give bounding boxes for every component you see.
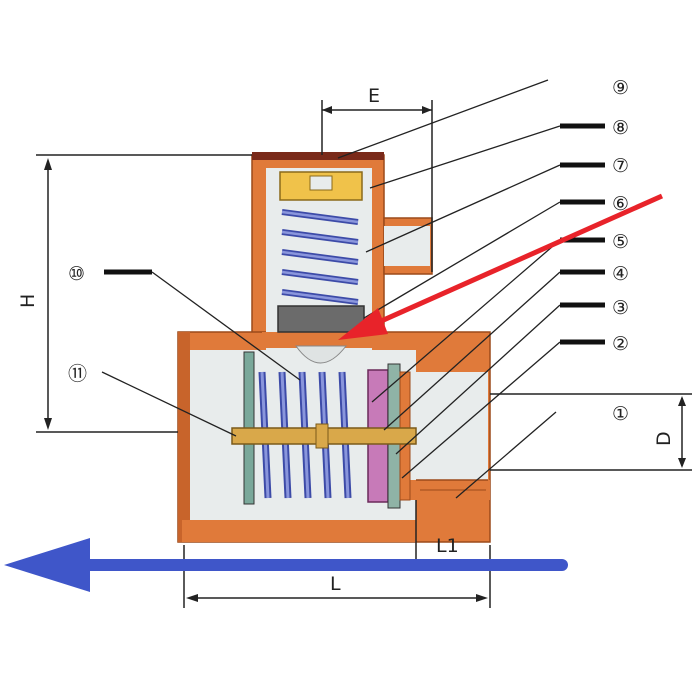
- part-label-10: ⑩: [68, 263, 85, 285]
- dim-label-d: D: [653, 431, 675, 446]
- dim-label-l: L: [330, 573, 341, 595]
- dim-label-e: E: [368, 85, 380, 107]
- dimension-arrowheads: [44, 106, 686, 602]
- upper-spring-fill: [281, 210, 359, 304]
- part-label-1: ①: [612, 403, 629, 425]
- part-label-11: ⑪: [68, 363, 87, 385]
- dim-label-l1: L1: [436, 535, 459, 557]
- part-label-5: ⑤: [612, 231, 629, 253]
- part-label-2: ②: [612, 333, 629, 355]
- dimension-lines: [36, 100, 692, 608]
- part-label-9: ⑨: [612, 77, 629, 99]
- dim-label-h: H: [17, 294, 39, 308]
- adjusting-cap: [279, 171, 363, 201]
- part-label-8: ⑧: [612, 117, 629, 139]
- blue-arrow: [4, 538, 568, 592]
- part-label-4: ④: [612, 263, 629, 285]
- leader-lines: [101, 79, 561, 499]
- part-label-6: ⑥: [612, 193, 629, 215]
- part-label-3: ③: [612, 297, 629, 319]
- part-label-7: ⑦: [612, 155, 629, 177]
- piston: [277, 305, 365, 364]
- red-arrow: [338, 193, 664, 340]
- valve-stem: [231, 423, 417, 449]
